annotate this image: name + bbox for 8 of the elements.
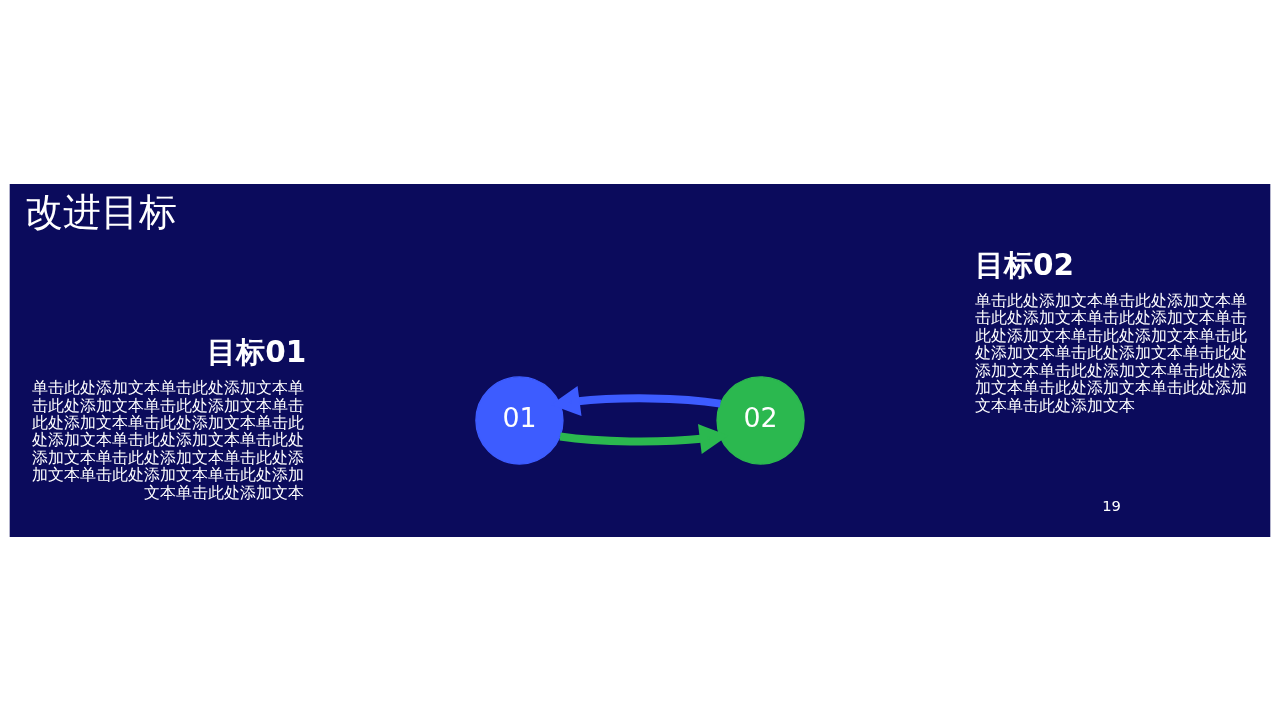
label: 19 (1102, 496, 1121, 514)
node-circle: 01 (475, 375, 564, 465)
node-circle: 02 (716, 375, 805, 465)
node-label: 单击此处添加文本单击此处添加文本单击此处添加文本单击此处添加文本单击此处添加文本单击此处添加文本单击此处添加文本单击此处添加文本单击此处添加文本单击此处添加文本单击此处添加文本单击此处添加文本单击此处添加文本单击此处添加文本 (974, 290, 1247, 415)
node-label: 目标01 (207, 334, 307, 369)
node-label: 单击此处添加文本单击此处添加文本单击此处添加文本单击此处添加文本单击此处添加文本单击此处添加文本单击此处添加文本单击此处添加文本单击此处添加文本单击此处添加文本单击此处添加文本单击此处添加文本单击此处添加文本单击此处添加文本 (31, 377, 305, 502)
node-label: 目标02 (974, 247, 1074, 282)
diagram-title: 改进目标 (24, 189, 177, 234)
